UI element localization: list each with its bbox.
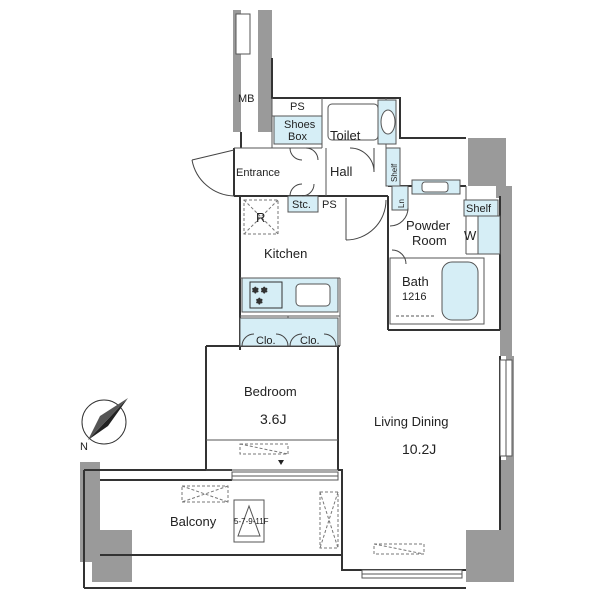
toilet-label: Toilet	[330, 128, 361, 143]
compass-circle	[81, 399, 127, 445]
svg-text:✻ ✻: ✻ ✻	[252, 286, 268, 295]
bath-label-line1: Bath	[402, 274, 429, 289]
sink-icon	[421, 181, 449, 193]
shelf-right-label: Shelf	[466, 203, 492, 215]
exterior-walls	[80, 10, 514, 582]
ps-top-label: PS	[290, 101, 305, 113]
shoes-box-label-line2: Box	[288, 131, 307, 143]
shelf-vertical-label: Shelf	[390, 163, 399, 182]
evacuation-hatch-icon	[233, 499, 265, 543]
balcony-label: Balcony	[170, 514, 217, 529]
shoes-box-label-line1: Shoes	[284, 119, 316, 131]
bedroom-window-arrow-icon	[278, 460, 284, 465]
ps-mid-label: PS	[322, 199, 337, 211]
balcony-markers	[181, 485, 339, 549]
bathtub-icon	[389, 257, 485, 325]
shoes-box-fixture	[273, 115, 323, 145]
door-swings	[191, 147, 409, 400]
compass-north-label: N	[80, 441, 88, 453]
mb-label: MB	[238, 93, 255, 105]
svg-text:✻: ✻	[256, 297, 263, 306]
entrance-label: Entrance	[236, 167, 280, 179]
balcony-note-label: 5-7-9-11F	[234, 517, 269, 526]
bath-label-line2: 1216	[402, 291, 426, 303]
laundry-fixture	[391, 185, 409, 211]
closet-fixture	[239, 317, 339, 347]
living-ac-icon	[373, 543, 425, 555]
refrigerator-label: R	[256, 210, 265, 225]
washer-label: W	[464, 228, 477, 243]
toilet-icon	[327, 103, 396, 141]
ac-unit-icon	[239, 443, 289, 455]
bedroom-name-label: Bedroom	[244, 384, 297, 399]
laundry-label: Ln	[397, 199, 406, 208]
powder-room-label-line1: Powder	[406, 218, 451, 233]
living-size-label: 10.2J	[402, 441, 436, 457]
stove-icon: ✻ ✻ ✻	[249, 281, 283, 309]
kitchen-sink-icon	[295, 283, 331, 307]
closet-right-label: Clo.	[300, 335, 320, 347]
kitchen-label: Kitchen	[264, 246, 307, 261]
compass: N	[80, 398, 128, 453]
windows	[231, 13, 513, 579]
bedroom-size-label: 3.6J	[260, 411, 286, 427]
washer-fixture	[477, 215, 501, 255]
living-name-label: Living Dining	[374, 414, 448, 429]
powder-room-label-line2: Room	[412, 233, 447, 248]
hall-label: Hall	[330, 164, 353, 179]
closet-left-label: Clo.	[256, 335, 276, 347]
refrigerator-icon	[243, 199, 279, 235]
storage-label: Stc.	[292, 199, 311, 211]
